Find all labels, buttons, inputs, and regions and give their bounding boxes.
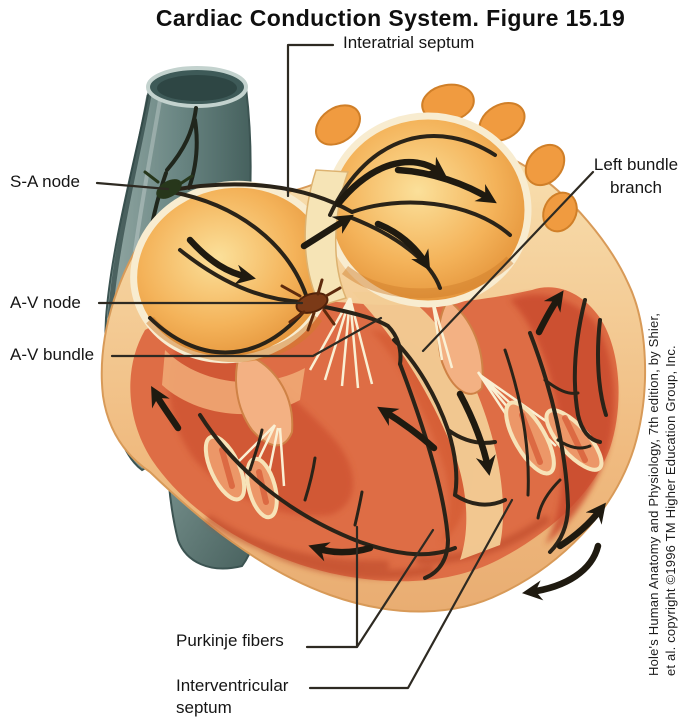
sa-node-marker xyxy=(143,170,194,199)
label-left-bundle-branch-line1: Left bundle xyxy=(593,155,679,174)
left-atrium xyxy=(324,112,532,308)
arrow-rv-bottom xyxy=(308,542,374,562)
label-interatrial-septum: Interatrial septum xyxy=(343,33,475,52)
arrow-right-atrium xyxy=(186,236,256,285)
label-interventricular-septum-line2: septum xyxy=(176,698,232,717)
arrow-left-atrium-1 xyxy=(334,156,447,208)
leader-interatrial-septum xyxy=(286,43,335,198)
arrow-right-wall-up xyxy=(535,290,564,336)
copyright-credit-line2: et al. copyright ©1996 TM Higher Educati… xyxy=(663,345,678,676)
label-sa-node: S-A node xyxy=(10,172,80,191)
leader-purkinje-fibers xyxy=(305,525,435,649)
arrow-right-curl-down xyxy=(522,542,602,601)
label-purkinje-fibers: Purkinje fibers xyxy=(176,631,284,650)
label-left-bundle-branch-line2: branch xyxy=(610,178,662,197)
right-bundle-branch-fiber xyxy=(398,362,451,580)
leader-interventricular-septum xyxy=(308,498,514,690)
label-interventricular-septum-line1: Interventricular xyxy=(176,676,289,695)
arrow-right-lower-up xyxy=(556,502,606,550)
leader-av-bundle xyxy=(110,316,383,358)
arrow-left-atrium-2 xyxy=(394,166,497,204)
arrow-across-septum xyxy=(300,214,354,250)
av-bundle-fiber xyxy=(318,304,403,366)
copyright-credit: Hole's Human Anatomy and Physiology, 7th… xyxy=(645,244,679,676)
tricuspid-leaflet xyxy=(235,350,294,447)
av-node-marker xyxy=(280,278,342,332)
leader-lines xyxy=(95,43,595,690)
arrow-septum-down xyxy=(456,390,496,476)
figure-title: Cardiac Conduction System. Figure 15.19 xyxy=(155,5,626,31)
conduction-arrows xyxy=(151,156,606,601)
leader-left-bundle-branch xyxy=(421,170,595,353)
arrow-left-atrium-3 xyxy=(374,220,431,271)
label-interventricular-septum: Interventricular septum xyxy=(176,675,288,719)
conduction-fibers xyxy=(148,134,608,580)
leader-sa-node xyxy=(95,181,170,191)
left-bundle-branch-fiber xyxy=(392,338,507,507)
label-left-bundle-branch: Left bundle branch xyxy=(580,153,692,199)
label-av-node: A-V node xyxy=(10,293,81,312)
arrow-left-wall-up xyxy=(151,385,182,432)
pulmonary-vessels xyxy=(315,83,578,233)
purkinje-fibers-left-ventricle xyxy=(528,331,571,554)
arrow-mid-left xyxy=(377,406,438,452)
label-av-bundle: A-V bundle xyxy=(10,345,95,364)
copyright-credit-line1: Hole's Human Anatomy and Physiology, 7th… xyxy=(646,312,661,676)
interventricular-septum-wall xyxy=(352,292,504,560)
purkinje-fibers-right-ventricle xyxy=(198,413,457,557)
